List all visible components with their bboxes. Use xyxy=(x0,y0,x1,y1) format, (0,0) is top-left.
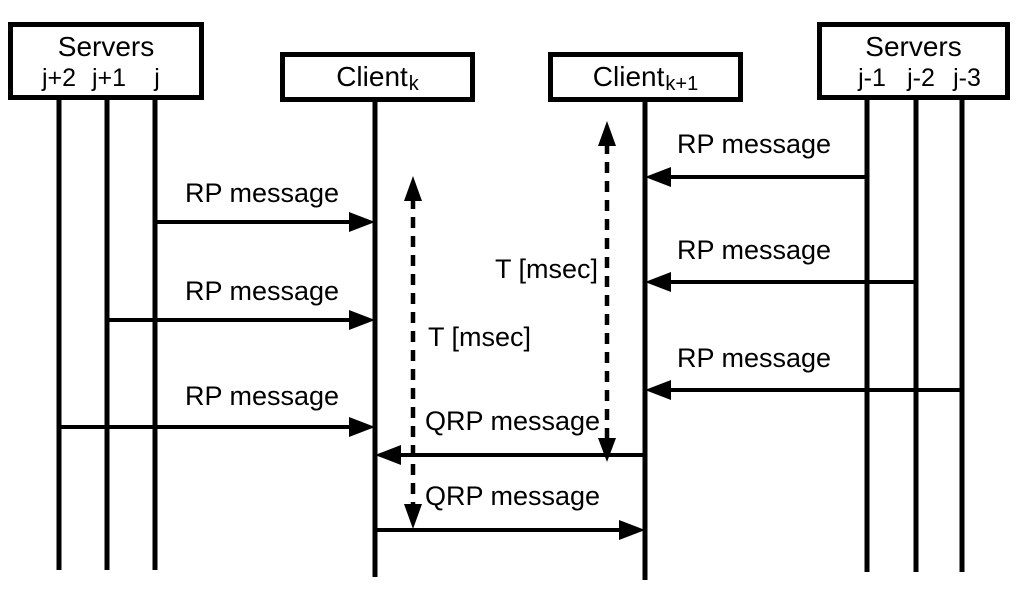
servers-left-box: Servers j+2 j+1 j xyxy=(8,22,204,100)
servers-right-title: Servers xyxy=(865,31,962,62)
timer-arrow-client-k xyxy=(404,176,422,529)
servers-right-box: Servers j-1 j-2 j-3 xyxy=(817,22,1010,100)
rp-message-label: RP message xyxy=(185,276,340,306)
arrow-rp-jminus2-to-clientk1 xyxy=(645,272,916,292)
rp-message-label: RP message xyxy=(677,129,832,159)
rp-message-label: RP message xyxy=(185,178,340,208)
server-column-label-j-minus-1: j-1 xyxy=(858,64,886,92)
client-k-subscript: k xyxy=(408,72,419,95)
server-column-label-j-plus-2: j+2 xyxy=(41,64,77,92)
arrow-rp-jminus1-to-clientk1 xyxy=(645,167,867,187)
qrp-message-label: QRP message xyxy=(425,406,601,436)
server-column-label-j-minus-2: j-2 xyxy=(907,64,935,92)
t-msec-label: T [msec] xyxy=(495,254,599,284)
arrow-rp-jminus3-to-clientk1 xyxy=(645,380,962,400)
client-k1-label: Client xyxy=(592,61,665,92)
t-msec-label: T [msec] xyxy=(428,322,532,352)
client-k-label: Client xyxy=(336,61,408,92)
qrp-message-label: QRP message xyxy=(425,481,601,511)
arrow-qrp-clientk1-to-clientk xyxy=(375,445,645,465)
arrow-qrp-clientk-to-clientk1 xyxy=(375,520,645,540)
rp-message-label: RP message xyxy=(185,381,340,411)
arrow-rp-jplus1-to-clientk xyxy=(107,310,375,330)
timer-arrow-client-k1 xyxy=(598,121,616,462)
servers-left-title: Servers xyxy=(57,31,155,62)
arrow-rp-j-to-clientk xyxy=(155,212,375,232)
client-k1-subscript: k+1 xyxy=(665,72,699,95)
rp-message-label: RP message xyxy=(677,343,832,373)
rp-message-label: RP message xyxy=(677,235,832,265)
arrow-rp-jplus2-to-clientk xyxy=(60,417,375,437)
server-column-label-j: j xyxy=(154,64,160,92)
server-column-label-j-plus-1: j+1 xyxy=(91,64,127,92)
server-column-label-j-minus-3: j-3 xyxy=(953,64,981,92)
